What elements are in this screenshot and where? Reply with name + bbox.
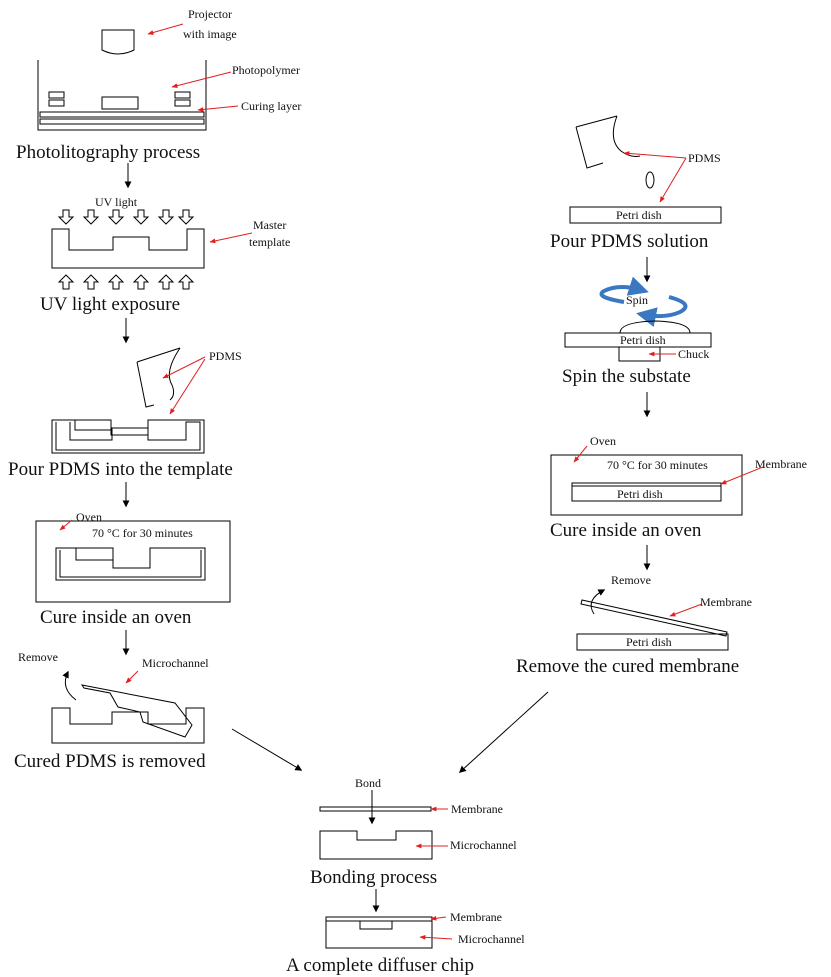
oven-label: Oven: [590, 434, 616, 448]
curing-layer-label: Curing layer: [241, 99, 301, 113]
mold: [51, 707, 205, 744]
microchannel-label: Microchannel: [450, 838, 517, 852]
pdms-label: PDMS: [688, 151, 721, 165]
petri-dish: [576, 633, 729, 651]
diffuser-chip: [325, 916, 433, 949]
membrane: [319, 806, 432, 812]
membrane-label: Membrane: [700, 595, 752, 609]
step-title: Pour PDMS solution: [550, 231, 709, 252]
remove-label: Remove: [18, 650, 58, 664]
pdms-cup: [136, 347, 181, 408]
arrow-left-to-bond: [231, 728, 303, 771]
projector-label-2: with image: [183, 27, 237, 41]
master-label-2: template: [249, 235, 290, 249]
master-label: Master: [253, 218, 286, 232]
uv-arrows-bottom: [57, 274, 195, 290]
tilted-pdms: [80, 684, 193, 738]
remove-label: Remove: [611, 573, 651, 587]
bond-label: Bond: [355, 776, 381, 790]
microchannel-label: Microchannel: [142, 656, 209, 670]
step-photolithography: Projector with image Photopolymer Curing…: [16, 7, 301, 163]
petri-label: Petri dish: [617, 487, 663, 501]
arrow-right-to-bond: [458, 691, 549, 773]
step-bonding: Bond Membrane Microchannel Bonding proce…: [310, 776, 517, 888]
oven: [35, 520, 231, 603]
step-uv-exposure: UV light Master template UV light exposu…: [40, 195, 290, 315]
pdms-label: PDMS: [209, 349, 242, 363]
step-pour-solution: PDMS Petri dish Pour PDMS solution: [550, 115, 722, 252]
spin-arrow-icon: [599, 276, 649, 304]
step-title: Cured PDMS is removed: [14, 751, 206, 772]
step-pour-template: PDMS Pour PDMS into the template: [8, 347, 242, 480]
temperature-label: 70 °C for 30 minutes: [92, 526, 193, 540]
step-title: Photolitography process: [16, 142, 200, 163]
step-title: Cure inside an oven: [40, 607, 192, 628]
master-template: [51, 228, 205, 269]
step-title: Cure inside an oven: [550, 520, 702, 541]
step-cure-right: Oven 70 °C for 30 minutes Membrane Petri…: [550, 434, 807, 541]
temperature-label: 70 °C for 30 minutes: [607, 458, 708, 472]
membrane-label: Membrane: [450, 910, 502, 924]
petri-label: Petri dish: [616, 208, 662, 222]
photopolymer-label: Photopolymer: [232, 63, 300, 77]
step-title: Remove the cured membrane: [516, 656, 739, 677]
step-spin: Spin Petri dish Chuck Spin the substate: [562, 276, 712, 387]
step-cure-left: Oven 70 °C for 30 minutes Cure inside an…: [35, 510, 231, 628]
template-with-pdms: [55, 421, 201, 451]
vat: [37, 60, 207, 131]
uv-arrows-top: [57, 209, 195, 225]
microchannel-block: [319, 830, 433, 860]
membrane-label: Membrane: [451, 802, 503, 816]
membrane-label: Membrane: [755, 457, 807, 471]
petri-dish: [571, 485, 722, 502]
petri-label: Petri dish: [626, 635, 672, 649]
step-pdms-removed: Remove Microchannel Cured PDMS is remove…: [14, 650, 209, 772]
petri-label: Petri dish: [620, 333, 666, 347]
oven: [550, 454, 743, 516]
uv-light-label: UV light: [95, 195, 138, 209]
step-title: A complete diffuser chip: [286, 955, 474, 976]
chuck-label: Chuck: [678, 347, 709, 361]
step-title: Pour PDMS into the template: [8, 459, 233, 480]
projector-label: Projector: [188, 7, 232, 21]
step-title: UV light exposure: [40, 294, 180, 315]
pdms-cup: [575, 115, 641, 169]
step-remove-membrane: Remove Membrane Petri dish Remove the cu…: [516, 573, 752, 677]
spin-label: Spin: [626, 293, 648, 307]
microchannel-label: Microchannel: [458, 932, 525, 946]
membrane-lifted: [580, 599, 728, 637]
step-final-chip: Membrane Microchannel A complete diffuse…: [286, 910, 525, 976]
petri-dish: [569, 206, 722, 224]
oven-label: Oven: [76, 510, 102, 524]
projector-icon: [101, 29, 135, 55]
step-title: Spin the substate: [562, 366, 691, 387]
step-title: Bonding process: [310, 867, 437, 888]
